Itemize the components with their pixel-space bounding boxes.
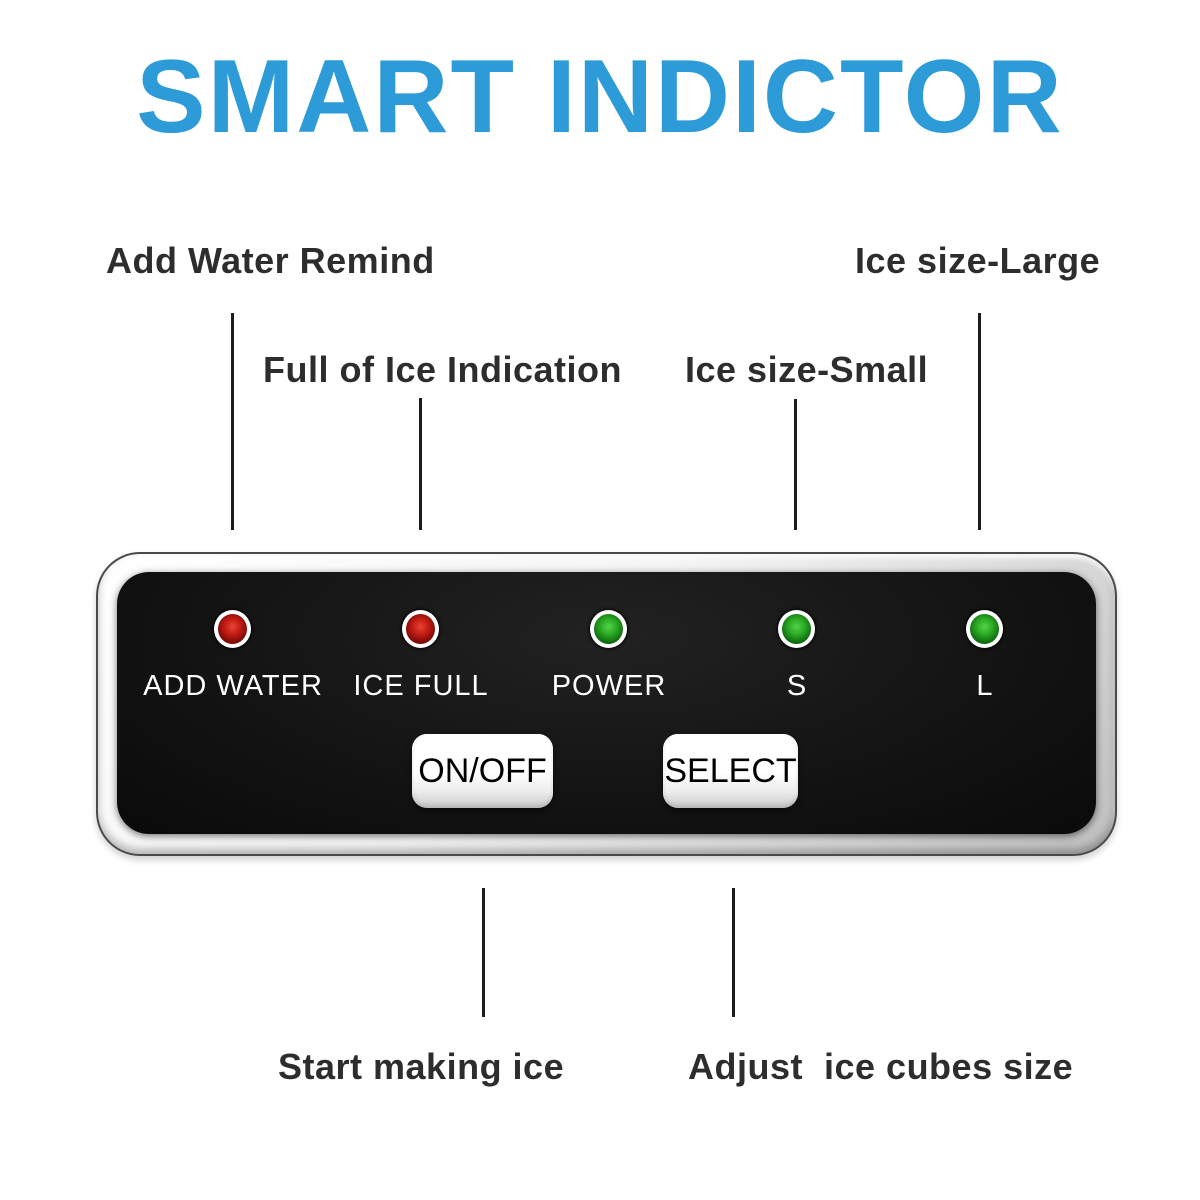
led-size-small — [778, 610, 815, 648]
callout-line-ice-large — [978, 313, 981, 530]
callout-label-adjust-ice-size: Adjust ice cubes size — [688, 1046, 1074, 1087]
led-add-water — [214, 610, 251, 648]
callout-label-ice-large: Ice size-Large — [855, 240, 1101, 281]
indicator-label-add-water: ADD WATER — [143, 670, 323, 702]
led-ice-full — [402, 610, 439, 648]
callout-label-ice-small: Ice size-Small — [685, 349, 929, 390]
on-off-button[interactable]: ON/OFF — [412, 734, 553, 808]
led-size-large — [966, 610, 1003, 648]
callout-label-full-ice: Full of Ice Indication — [263, 349, 623, 390]
indicator-label-size-large: L — [976, 670, 994, 702]
indicator-label-ice-full: ICE FULL — [353, 670, 489, 702]
indicator-label-size-small: S — [786, 670, 808, 702]
callout-line-full-ice — [419, 398, 422, 530]
led-power — [590, 610, 627, 648]
page-title: SMART INDICTOR — [136, 39, 1064, 155]
callout-line-start-making-ice — [482, 888, 485, 1017]
callout-line-add-water — [231, 313, 234, 530]
callout-label-start-making-ice: Start making ice — [278, 1046, 565, 1087]
control-panel-frame — [96, 552, 1117, 856]
indicator-label-power: POWER — [551, 670, 667, 702]
callout-line-ice-small — [794, 399, 797, 530]
select-button[interactable]: SELECT — [663, 734, 798, 808]
callout-label-add-water: Add Water Remind — [106, 240, 435, 281]
callout-line-adjust-ice-size — [732, 888, 735, 1017]
